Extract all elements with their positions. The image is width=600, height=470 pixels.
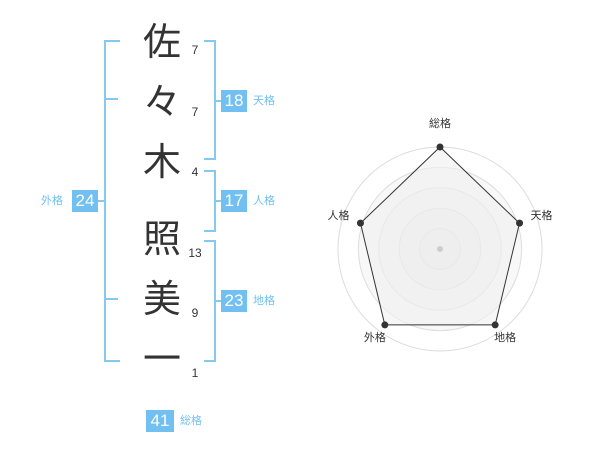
radar-value-shape [359,146,521,326]
radar-axis-label: 外格 [364,330,386,344]
radar-point [516,219,524,227]
jinkaku-label: 人格 [253,194,275,207]
radar-axis-label: 人格 [327,208,349,222]
gaikaku-bracket-connector [98,200,106,202]
radar-points [356,143,524,329]
chikaku-value: 23 [221,290,247,312]
jinkaku-value: 17 [221,190,247,212]
stroke-count-3: 4 [191,165,199,179]
jinkaku-bracket-connector [214,200,221,202]
radar-axis-label: 地格 [494,330,516,344]
radar-center [437,246,443,252]
gaikaku-label: 外格 [41,194,63,207]
chikaku-label: 地格 [253,294,275,307]
soukaku-label: 総格 [180,414,202,427]
gaikaku-bracket-tick [104,98,118,100]
name-char-1: 佐 [142,20,181,64]
radar-axis-label: 天格 [531,208,553,222]
name-char-4: 照 [142,217,181,261]
stroke-count-2: 7 [191,105,199,119]
radar-point [436,143,444,151]
chikaku-bracket-connector [214,300,221,302]
gaikaku-value: 24 [72,190,98,212]
radar-point [491,321,499,329]
radar-point [356,219,364,227]
soukaku-value: 41 [146,410,174,432]
tenkaku-bracket-connector [214,100,221,102]
stroke-count-5: 9 [191,306,199,320]
stroke-count-6: 1 [191,366,199,380]
tenkaku-label: 天格 [253,94,275,107]
radar-axis-label: 総格 [429,116,451,130]
gaikaku-bracket-tick [104,298,118,300]
name-char-6: 一 [142,337,181,381]
name-char-5: 美 [142,277,181,321]
name-char-3: 木 [142,140,181,184]
tenkaku-value: 18 [221,90,247,112]
name-char-2: 々 [142,80,181,124]
radar-point [381,321,389,329]
stroke-count-4: 13 [188,246,202,260]
stroke-count-1: 7 [191,43,199,57]
